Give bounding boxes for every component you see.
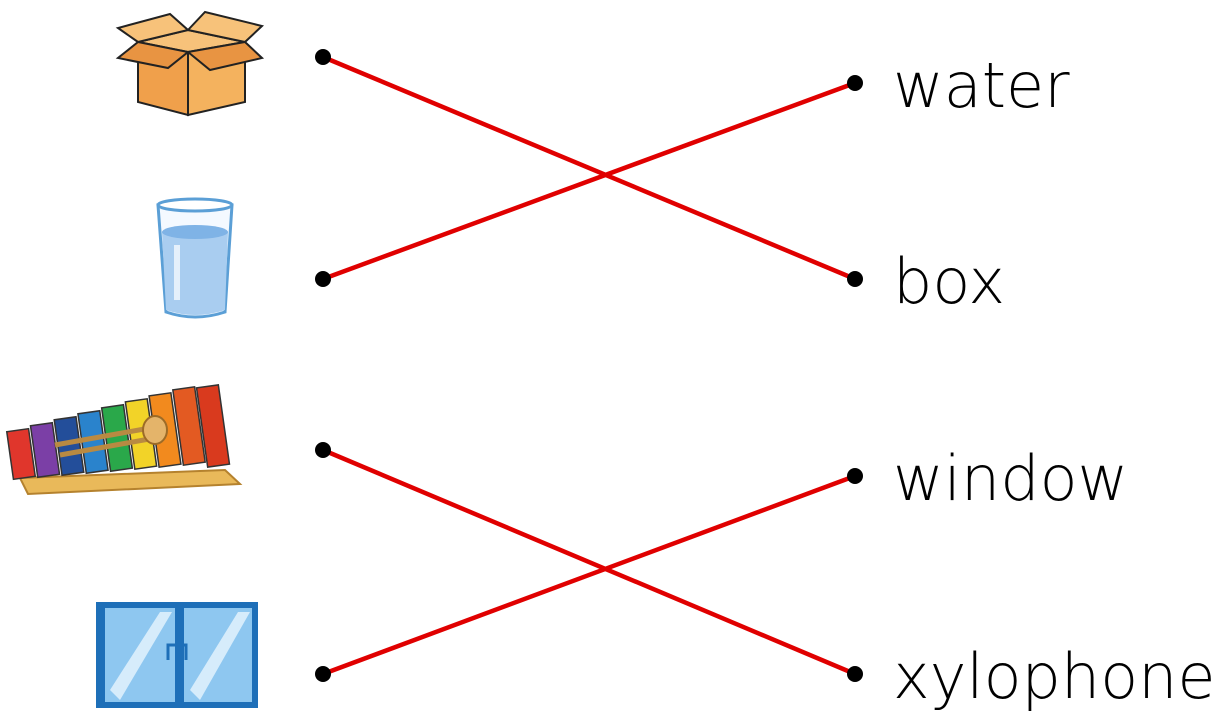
word-box: box — [893, 245, 1006, 318]
water-glass-icon — [156, 197, 234, 319]
line-window — [322, 473, 856, 677]
window-icon — [96, 602, 258, 708]
line-box — [322, 54, 856, 282]
right-dot — [847, 666, 863, 682]
word-water: water — [893, 49, 1070, 122]
right-dot — [847, 75, 863, 91]
line-water — [322, 80, 856, 282]
word-window: window — [893, 442, 1129, 515]
line-xylophone — [322, 447, 856, 677]
connection-lines — [322, 54, 856, 677]
right-dot — [847, 271, 863, 287]
left-dot — [315, 271, 331, 287]
xylophone-icon — [5, 384, 243, 496]
box-icon — [115, 10, 265, 117]
left-dot — [315, 49, 331, 65]
word-xylophone: xylophone — [893, 640, 1216, 713]
left-dot — [315, 666, 331, 682]
left-dot — [315, 442, 331, 458]
right-dot — [847, 468, 863, 484]
endpoint-dots — [315, 49, 863, 682]
